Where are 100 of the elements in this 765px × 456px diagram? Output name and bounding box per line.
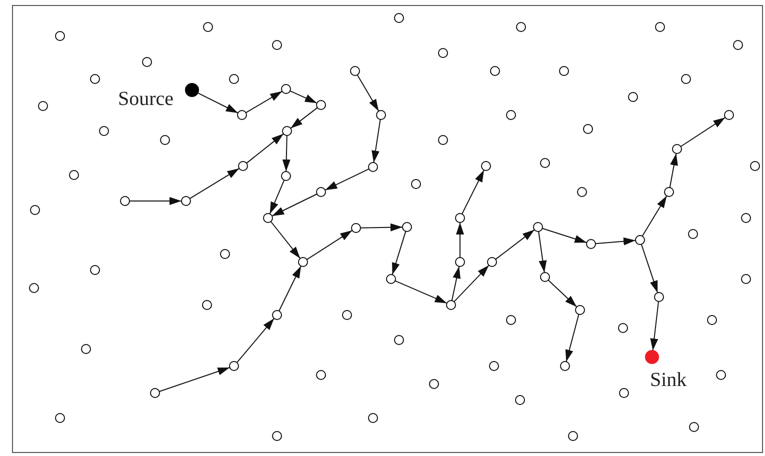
arrow bbox=[360, 223, 403, 232]
node-circle bbox=[516, 22, 526, 32]
node-label: Sink bbox=[650, 369, 687, 391]
node-circle bbox=[577, 187, 587, 197]
node-circle bbox=[716, 370, 726, 380]
node-circle bbox=[560, 361, 570, 371]
node-circle bbox=[533, 222, 543, 232]
arrow bbox=[454, 264, 490, 302]
arrow bbox=[451, 266, 461, 302]
arrow bbox=[456, 222, 464, 258]
node-circle bbox=[654, 292, 664, 302]
node-circle bbox=[386, 274, 396, 284]
node-circle bbox=[220, 249, 230, 259]
node-circle bbox=[150, 388, 160, 398]
node-circle bbox=[741, 213, 751, 223]
arrow bbox=[394, 280, 448, 304]
node-circle bbox=[635, 235, 645, 245]
node-circle bbox=[681, 74, 691, 84]
node-circle bbox=[402, 222, 412, 232]
node-circle bbox=[394, 13, 404, 23]
node-circle bbox=[203, 22, 213, 32]
arrow bbox=[650, 301, 659, 351]
node-circle bbox=[446, 300, 456, 310]
arrow bbox=[669, 152, 678, 188]
node-circle bbox=[655, 22, 665, 32]
arrow bbox=[290, 107, 318, 129]
node-circle bbox=[120, 196, 130, 206]
node-circle bbox=[202, 300, 212, 310]
node-circle bbox=[568, 431, 578, 441]
arrow bbox=[158, 367, 230, 392]
node-circle bbox=[741, 274, 751, 284]
node-circle bbox=[506, 315, 516, 325]
node-label: Source bbox=[118, 88, 174, 110]
node-circle bbox=[350, 66, 360, 76]
node-circle bbox=[351, 223, 361, 233]
node-circle bbox=[281, 171, 291, 181]
node-circle bbox=[540, 272, 550, 282]
node-circle bbox=[30, 205, 40, 215]
node-circle bbox=[540, 158, 550, 168]
node-circle bbox=[29, 283, 39, 293]
node-circle bbox=[142, 57, 152, 67]
node-circle bbox=[618, 323, 628, 333]
arrow bbox=[189, 168, 240, 200]
node-circle bbox=[55, 413, 65, 423]
arrow bbox=[324, 168, 370, 191]
node-circle bbox=[506, 110, 516, 120]
arrow bbox=[245, 90, 283, 114]
arrow bbox=[680, 117, 726, 147]
node-circle bbox=[272, 40, 282, 50]
arrow bbox=[278, 266, 302, 312]
node-circle bbox=[688, 229, 698, 239]
node-circle bbox=[628, 92, 638, 102]
node-circle bbox=[181, 196, 191, 206]
node-circle bbox=[160, 135, 170, 145]
node-circle bbox=[583, 124, 593, 134]
arrow bbox=[640, 244, 658, 294]
arrow bbox=[306, 230, 353, 260]
node-circle bbox=[489, 361, 499, 371]
node-circle bbox=[575, 305, 585, 315]
node-circle bbox=[316, 100, 326, 110]
node-circle bbox=[263, 213, 273, 223]
node-circle bbox=[90, 265, 100, 275]
node-circle bbox=[99, 126, 109, 136]
node-circle bbox=[559, 66, 569, 76]
node-circle bbox=[689, 422, 699, 432]
node-circle bbox=[733, 40, 743, 50]
arrow bbox=[495, 229, 535, 260]
arrow bbox=[542, 228, 588, 244]
node-circle bbox=[750, 161, 760, 171]
node-circle bbox=[487, 257, 497, 267]
arrow bbox=[642, 195, 668, 237]
arrow bbox=[290, 90, 318, 104]
node-circle bbox=[342, 310, 352, 320]
node-circle bbox=[707, 315, 717, 325]
node-circle bbox=[238, 161, 248, 171]
node-circle bbox=[281, 84, 291, 94]
node-circle bbox=[237, 110, 247, 120]
arrow bbox=[372, 118, 381, 164]
arrow bbox=[270, 221, 301, 259]
arrow bbox=[356, 74, 380, 112]
node-circle bbox=[438, 48, 448, 58]
node-circle bbox=[298, 257, 308, 267]
node-circle bbox=[55, 31, 65, 41]
node-circle bbox=[664, 187, 674, 197]
arrow bbox=[236, 318, 275, 364]
node-circle bbox=[81, 344, 91, 354]
node-circle bbox=[429, 379, 439, 389]
node-circle bbox=[490, 66, 500, 76]
node-circle bbox=[481, 161, 491, 171]
arrow bbox=[538, 231, 547, 273]
arrow bbox=[595, 237, 636, 246]
node-circle bbox=[316, 370, 326, 380]
node-circle bbox=[229, 361, 239, 371]
arrow bbox=[272, 194, 318, 216]
node-circle bbox=[586, 239, 596, 249]
arrow bbox=[129, 197, 182, 205]
node-circle bbox=[316, 187, 326, 197]
node-circle bbox=[394, 335, 404, 345]
node-circle bbox=[455, 213, 465, 223]
node-circle bbox=[90, 74, 100, 84]
